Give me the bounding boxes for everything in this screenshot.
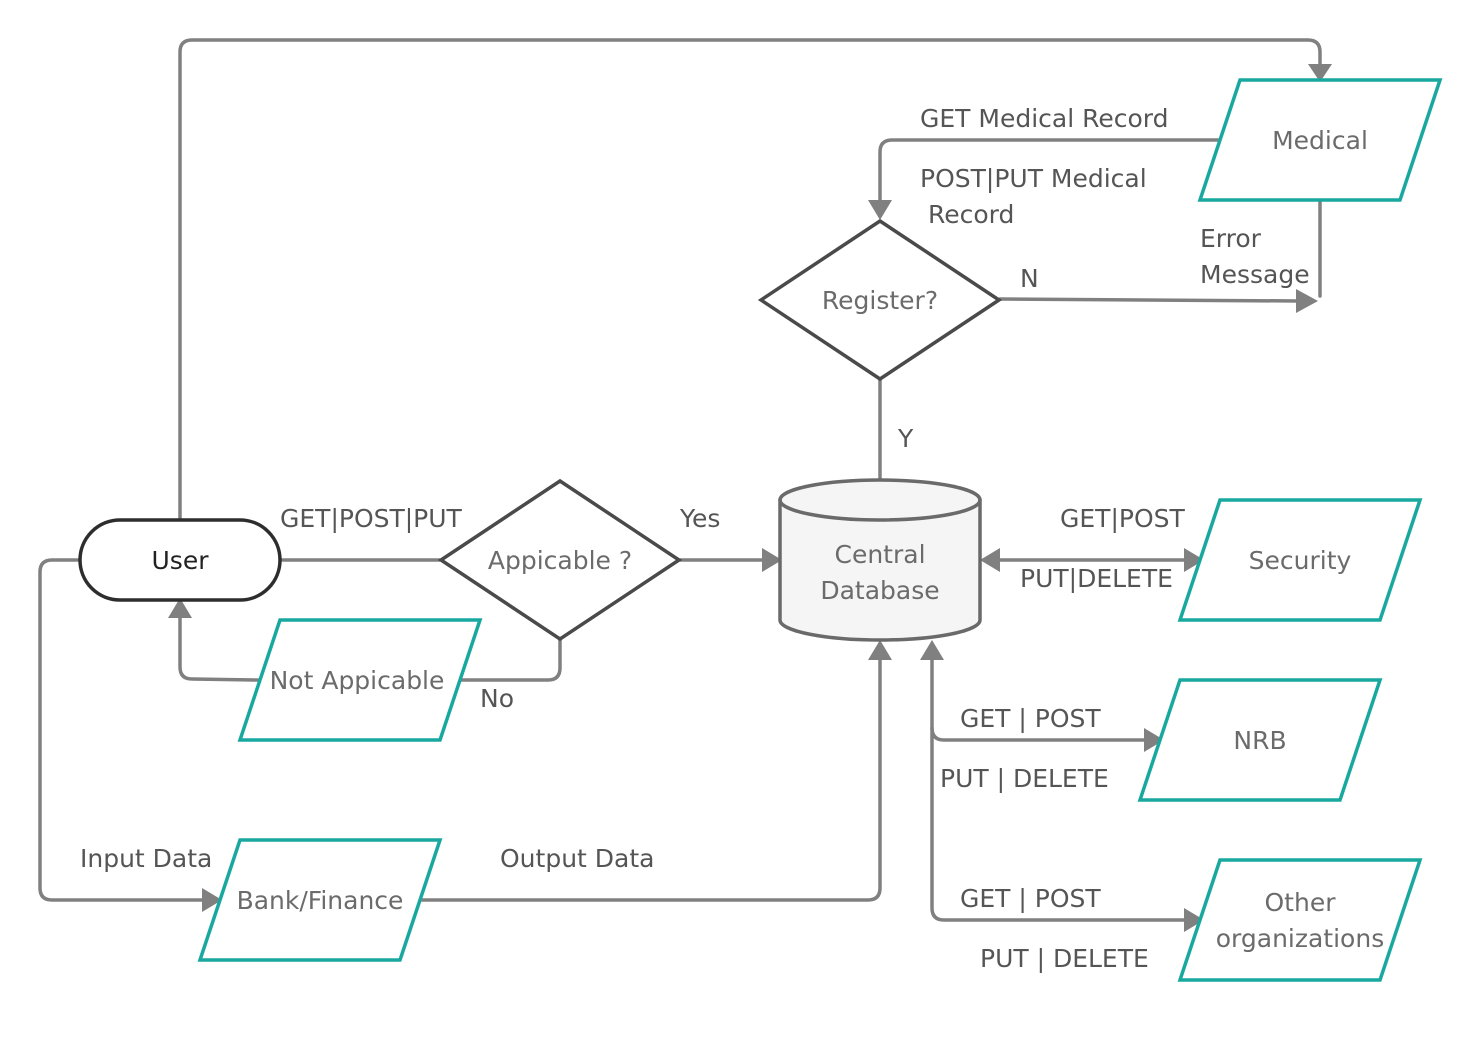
register-decision: [757, 218, 1003, 382]
label-medical-post-line2: Record: [928, 200, 1014, 229]
label-register-no: N: [1020, 264, 1039, 293]
edge-not-applicable-to-user: [178, 614, 260, 682]
other-organizations-node: [1177, 858, 1423, 982]
label-error-line2: Message: [1200, 260, 1310, 289]
nrb-node-label: NRB: [1233, 726, 1286, 755]
register-decision-label: Register?: [822, 286, 938, 315]
medical-node: [1197, 78, 1443, 202]
security-node-label: Security: [1249, 546, 1352, 575]
label-error-line1: Error: [1200, 224, 1262, 253]
edge-user-to-bank: [38, 558, 206, 902]
label-output-data: Output Data: [500, 844, 654, 873]
edge-applicable-no: [456, 636, 562, 682]
central-database-label-line1: Central: [834, 540, 925, 569]
not-applicable-label: Not Appicable: [270, 666, 445, 695]
central-database-label-line2: Database: [820, 576, 939, 605]
user-node: [78, 518, 282, 602]
other-organizations-label-line1: Other: [1265, 888, 1337, 917]
bank-finance-label: Bank/Finance: [237, 886, 404, 915]
label-nrb-put: PUT | DELETE: [940, 764, 1109, 793]
arrow-bank-into-database: [868, 640, 892, 660]
label-other-get: GET | POST: [960, 884, 1101, 913]
label-nrb-get: GET | POST: [960, 704, 1101, 733]
arrow-into-medical: [1308, 64, 1332, 82]
arrow-branch-into-database: [920, 640, 944, 660]
bank-finance-node: [197, 838, 443, 962]
label-user-to-applicable: GET|POST|PUT: [280, 504, 463, 533]
label-applicable-yes: Yes: [679, 504, 720, 533]
label-security-put: PUT|DELETE: [1020, 564, 1173, 593]
arrow-into-other-orgs: [1184, 908, 1204, 932]
arrow-error-message: [1296, 289, 1318, 313]
label-register-yes: Y: [897, 424, 914, 453]
arrow-into-bank: [202, 888, 222, 912]
central-database-node: [778, 478, 982, 642]
edge-database-branch: [930, 656, 1188, 922]
arrow-into-register: [868, 200, 892, 220]
arrow-security-into-database: [980, 548, 1000, 572]
label-medical-post-line1: POST|PUT Medical: [920, 164, 1147, 193]
security-node: [1177, 498, 1423, 622]
label-security-get: GET|POST: [1060, 504, 1185, 533]
label-input-data: Input Data: [80, 844, 212, 873]
arrow-into-user: [168, 598, 192, 618]
edge-labels: GET|POST|PUT Yes No Y N Error Message GE…: [80, 104, 1310, 973]
edge-register-no: [998, 297, 1300, 303]
arrow-into-nrb: [1144, 728, 1164, 752]
arrow-into-database: [762, 548, 782, 572]
label-applicable-no: No: [480, 684, 514, 713]
nrb-node: [1137, 678, 1383, 802]
not-applicable-node: [237, 618, 483, 742]
edge-database-nrb: [930, 726, 1148, 742]
edge-bank-to-database: [418, 656, 882, 902]
label-other-put: PUT | DELETE: [980, 944, 1149, 973]
other-organizations-label-line2: organizations: [1216, 924, 1384, 953]
arrow-into-security: [1184, 548, 1204, 572]
edges: [38, 38, 1332, 932]
central-database-rim: [778, 498, 982, 522]
medical-node-label: Medical: [1272, 126, 1368, 155]
applicable-decision: [437, 478, 683, 642]
user-node-label: User: [152, 546, 210, 575]
nodes: User Appicable ? Not Appicable Register?…: [78, 78, 1443, 982]
edge-user-to-medical: [178, 38, 1322, 522]
label-medical-get: GET Medical Record: [920, 104, 1169, 133]
edge-medical-to-register: [878, 138, 1222, 206]
applicable-decision-label: Appicable ?: [488, 546, 632, 575]
